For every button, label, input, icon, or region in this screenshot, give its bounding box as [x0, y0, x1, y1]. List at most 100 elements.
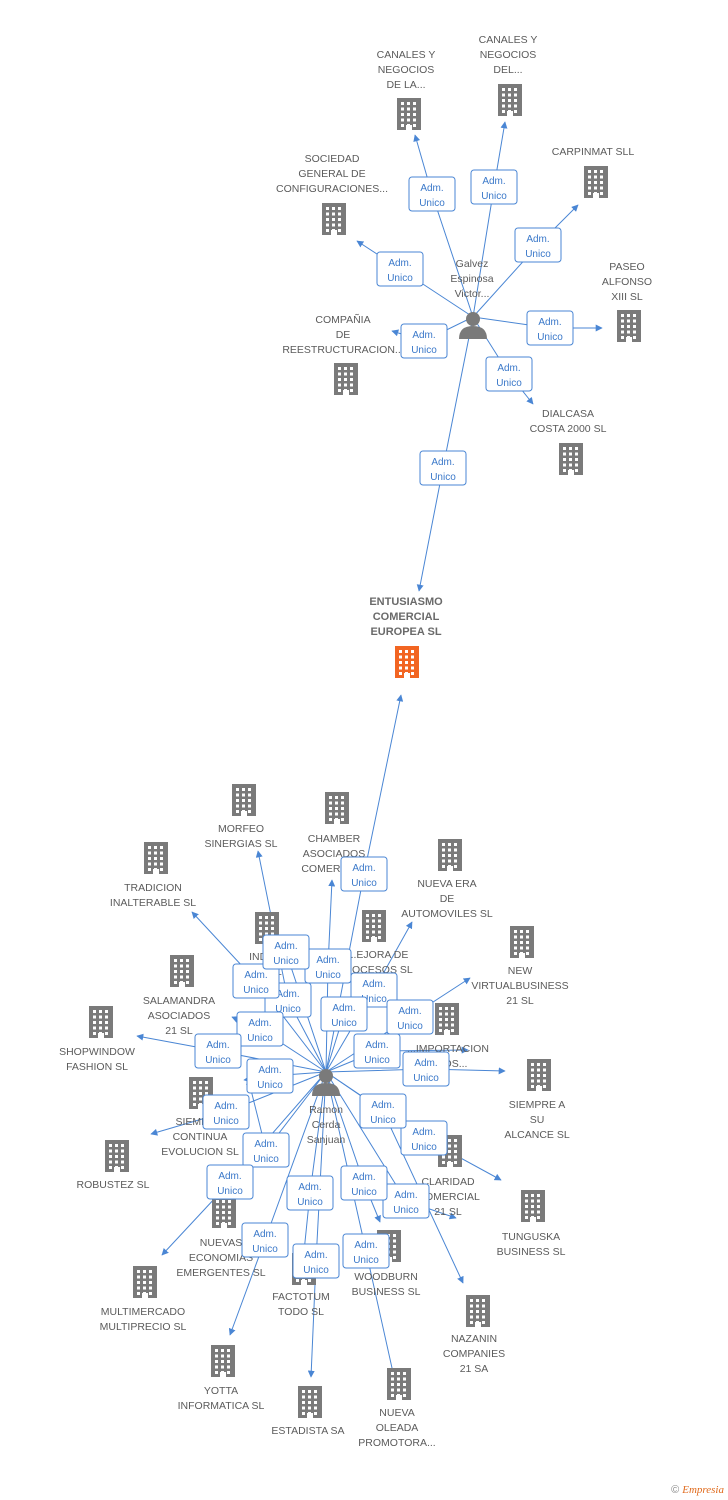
badge-frame [359, 1093, 407, 1129]
relation-badge[interactable]: Adm. Unico [236, 1011, 284, 1047]
relation-badge[interactable]: Adm.Unico [419, 450, 467, 486]
badge-label: Adm. [316, 955, 339, 966]
relation-badge[interactable]: Adm.Unico [470, 169, 518, 205]
badge-label: Adm. [276, 989, 299, 1000]
relation-badge[interactable]: Adm.Unico [400, 323, 448, 359]
company-name: DIALCASA [542, 408, 594, 420]
relation-badge[interactable]: Adm.Unico [241, 1222, 289, 1258]
company-name: NUEVA [379, 1407, 414, 1419]
company-node-compania[interactable]: COMPAÑIADEREESTRUCTURACION... [282, 313, 404, 395]
relation-badge[interactable]: Adm.Unico [320, 996, 368, 1032]
badge-label: Adm. [206, 1040, 229, 1051]
relation-badge[interactable]: Adm.Unico [202, 1094, 250, 1130]
relation-badge[interactable]: Adm.Unico [353, 1033, 401, 1069]
badge-label: Adm. [218, 1171, 241, 1182]
badge-label: Unico [315, 970, 341, 981]
badge-label: Unico [393, 1205, 419, 1216]
badge-label: Adm. [298, 1182, 321, 1193]
company-name: ECONOMIAS [189, 1252, 253, 1264]
badge-label: Adm. [431, 457, 454, 468]
badge-frame [514, 227, 562, 263]
person-name: Victor... [455, 288, 490, 300]
relation-badge[interactable]: Adm.Unico [376, 251, 424, 287]
relation-badge[interactable]: Adm.Unico [485, 356, 533, 392]
relation-badge[interactable]: Adm.Unico [286, 1175, 334, 1211]
brand-logo[interactable]: Empresia [682, 1484, 724, 1496]
badge-frame [400, 1120, 448, 1156]
company-node-dialcasa[interactable]: DIALCASA COSTA 2000 SL [530, 408, 607, 475]
relation-badge[interactable]: Adm.Unico [340, 1165, 388, 1201]
badge-label: Unico [387, 273, 413, 284]
relation-badge[interactable]: Adm.Unico [408, 176, 456, 212]
company-node-nueva_oleada[interactable]: NUEVA OLEADA PROMOTORA... [358, 1368, 436, 1449]
badge-label: Unico [397, 1021, 423, 1032]
badge-label: Unico [247, 1033, 273, 1044]
company-name: ENTUSIASMO [369, 596, 443, 608]
company-node-estadista[interactable]: ESTADISTA SA [271, 1386, 345, 1437]
relation-badge[interactable]: Adm.Unico [359, 1093, 407, 1129]
relation-badge[interactable]: Adm.Unico [262, 934, 310, 970]
badge-label: Unico [253, 1154, 279, 1165]
relation-badge[interactable]: Adm.Unico [232, 963, 280, 999]
badge-label: Adm. [352, 863, 375, 874]
company-name: NEW [508, 965, 533, 977]
company-name: COSTA 2000 SL [530, 423, 607, 435]
relation-badge[interactable]: Adm.Unico [246, 1058, 294, 1094]
company-name: PROMOTORA... [358, 1437, 435, 1449]
badge-frame [340, 856, 388, 892]
company-node-canales_del[interactable]: CANALES YNEGOCIOSDEL... [479, 34, 538, 116]
company-name: 21 SL [434, 1206, 462, 1218]
relation-badge[interactable]: Adm.Unico [382, 1183, 430, 1219]
company-name: NUEVA ERA [417, 878, 476, 890]
relation-badge[interactable]: Adm. Unico [242, 1132, 290, 1168]
badge-label: Unico [351, 878, 377, 889]
building-icon [325, 792, 349, 824]
relation-badge[interactable]: Adm.Unico [206, 1164, 254, 1200]
building-icon [170, 955, 194, 987]
relation-badge[interactable]: Adm.Unico [194, 1033, 242, 1069]
relation-badge[interactable]: Adm.Unico [264, 982, 312, 1018]
badge-label: Unico [364, 1055, 390, 1066]
relation-badge[interactable]: Adm.Unico [292, 1243, 340, 1279]
badge-label: Adm. [248, 1018, 271, 1029]
relation-badge[interactable]: Adm.Unico [402, 1051, 450, 1087]
company-name: MULTIMERCADO [101, 1306, 185, 1318]
badge-frame [194, 1033, 242, 1069]
company-node-carpinmat[interactable]: CARPINMAT SLL [552, 146, 635, 198]
relation-badge[interactable]: Adm.Unico [400, 1120, 448, 1156]
company-name: CANALES Y [479, 34, 538, 46]
relation-badge[interactable]: Adm. Unico [340, 856, 388, 892]
company-name: FASHION SL [66, 1061, 128, 1073]
relation-badge[interactable]: Adm.Unico [342, 1233, 390, 1269]
relation-badge[interactable]: Adm.Unico [514, 227, 562, 263]
company-name: OLEADA [376, 1422, 419, 1434]
relation-badge[interactable]: Adm. Unico [304, 948, 352, 984]
badge-label: Adm. [254, 1139, 277, 1150]
building-icon [438, 839, 462, 871]
badge-frame [320, 996, 368, 1032]
badge-label: Unico [411, 1142, 437, 1153]
company-name: ASOCIADOS [148, 1010, 210, 1022]
company-node-robustez[interactable]: ROBUSTEZ SL [77, 1140, 150, 1191]
relation-badge[interactable]: Adm.Unico [386, 999, 434, 1035]
person-node-galvez[interactable]: GalvezEspinosaVictor... [450, 258, 494, 339]
relation-badge[interactable]: Adm.Unico [526, 310, 574, 346]
badge-label: Unico [496, 378, 522, 389]
